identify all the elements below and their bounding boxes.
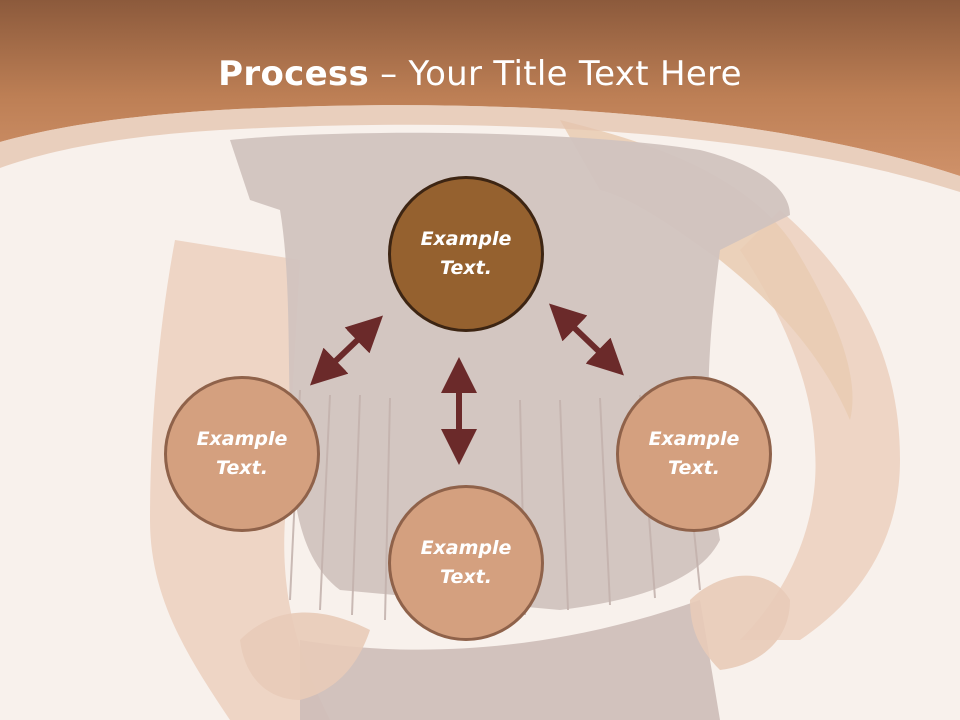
title-bold: Process [218,54,370,94]
node-top-label: Example Text. [420,228,512,279]
arrow-top-right [549,303,624,376]
slide-title: Process – Your Title Text Here [0,52,960,96]
node-top: Example Text. [388,176,544,332]
header-band [0,0,960,192]
node-right-label: Example Text. [648,428,740,479]
node-left-label: Example Text. [196,428,288,479]
node-bottom-label: Example Text. [420,537,512,588]
node-bottom: Example Text. [388,485,544,641]
node-left: Example Text. [164,376,320,532]
node-right: Example Text. [616,376,772,532]
title-rest: – Your Title Text Here [369,54,742,94]
arrow-top-left [309,315,384,386]
